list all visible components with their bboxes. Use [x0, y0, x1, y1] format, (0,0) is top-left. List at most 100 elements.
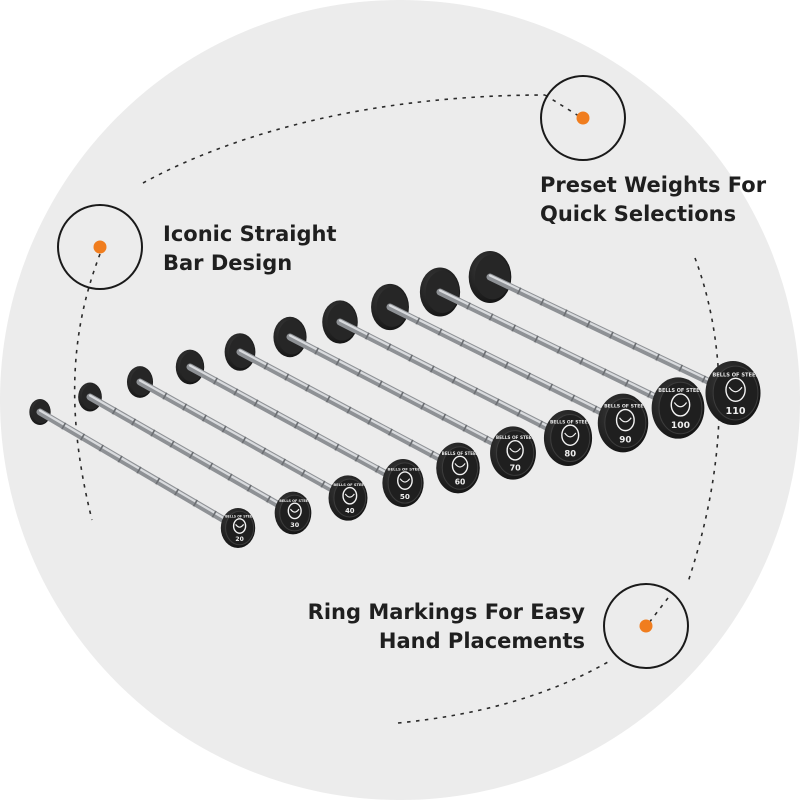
bar-ring-marking — [366, 423, 370, 426]
bar-ring-marking — [385, 349, 389, 352]
bar-ring-marking — [135, 472, 139, 475]
bar-ring-marking — [334, 443, 340, 451]
near-plate-face — [550, 413, 591, 463]
bar-ring-marking — [377, 386, 380, 389]
bar-ring-marking — [192, 499, 198, 507]
bar-ring-marking — [503, 367, 507, 370]
bar-ring-marking — [451, 376, 457, 384]
bar-ring-marking — [263, 362, 269, 370]
plate-weight-label: 70 — [510, 464, 522, 473]
bar-ring-marking — [111, 407, 117, 415]
feature-label-line: Preset Weights For — [540, 173, 767, 197]
plate-brand-text: BELLS OF STEEL — [712, 372, 759, 378]
plate-brand-text: BELLS OF STEEL — [279, 499, 311, 503]
bar-ring-marking — [414, 323, 418, 326]
bar-ring-marking — [220, 431, 224, 434]
plate-logo-icon — [451, 455, 469, 476]
bar-ring-marking — [208, 462, 214, 470]
bar-ring-marking — [356, 369, 362, 377]
bar-ring-marking — [377, 380, 383, 388]
bar-ring-marking — [325, 395, 331, 403]
dashed-arc-bottom — [397, 661, 609, 724]
plate-weight-label: 100 — [671, 420, 690, 431]
bar-ring-marking — [320, 480, 326, 488]
bar-ring-marking — [299, 475, 303, 478]
bar-ring-marking — [294, 421, 299, 429]
plate-brand-text: BELLS OF STEEL — [225, 515, 254, 519]
orange-dot-icon — [639, 619, 653, 633]
feature-label-line: Bar Design — [163, 251, 293, 275]
near-plate-face — [604, 397, 647, 449]
plate-weight-label: 20 — [235, 536, 243, 543]
bar-ring-marking — [609, 331, 614, 339]
bar-ring-marking — [516, 293, 519, 296]
feature-label-line: Quick Selections — [540, 202, 737, 226]
bar-ring-marking — [494, 404, 497, 407]
bar-ring-marking — [494, 398, 500, 406]
dashed-arc-left — [73, 253, 101, 521]
plate-logo-icon — [725, 377, 746, 403]
bar-ring-marking — [182, 403, 188, 411]
bar-ring-marking — [304, 390, 308, 393]
bar-ring-marking — [504, 361, 509, 369]
plate-logo-icon — [399, 478, 411, 483]
bar-ring-marking — [488, 319, 491, 322]
bar-ring-marking — [202, 414, 207, 422]
bar-ring-marking — [365, 332, 370, 340]
bar-ring-marking — [280, 464, 283, 467]
bar-ring-marking — [510, 330, 514, 333]
plate-weight-label: 30 — [290, 521, 299, 529]
feature-label-line: Ring Markings For Easy — [307, 600, 585, 624]
bar-ring-marking — [192, 505, 195, 508]
bar-ring-marking — [539, 298, 545, 306]
feature-label-ring-markings: Ring Markings For Easy Hand Placements — [308, 598, 585, 656]
plate-logo-icon — [235, 524, 245, 528]
bar-ring-marking — [547, 389, 551, 392]
bar-ring-marking — [538, 420, 543, 428]
bar-ring-marking — [473, 387, 479, 395]
callout-marker-preset-weights — [540, 75, 626, 161]
bar-ring-marking — [623, 385, 627, 388]
bar-ring-marking — [466, 302, 471, 310]
orange-dot-icon — [576, 111, 590, 125]
bar-ring-marking — [511, 324, 517, 332]
callout-marker-ring-markings — [603, 583, 689, 669]
plate-logo-icon — [564, 432, 577, 438]
bar-ring-marking — [562, 315, 565, 318]
bar-ring-marking — [364, 338, 367, 341]
bar-ring-marking — [116, 461, 120, 464]
bar-ring-marking — [174, 488, 180, 496]
bar-ring-marking — [227, 473, 233, 481]
callout-marker-straight-bar — [57, 204, 143, 290]
bar-ring-marking — [608, 337, 612, 340]
bar-ring-marking — [273, 410, 279, 418]
bar-ring-marking — [415, 317, 421, 325]
bar-ring-marking — [472, 393, 476, 396]
bar-ring-marking — [407, 445, 411, 448]
bar-ring-marking — [266, 495, 272, 503]
bar-ring-marking — [131, 418, 137, 426]
bar-ring-marking — [375, 465, 380, 473]
bar-ring-marking — [387, 434, 390, 437]
bar-ring-marking — [355, 375, 359, 378]
bar-ring-marking — [441, 413, 447, 421]
bar-ring-marking — [646, 396, 650, 399]
bar-ring-marking — [260, 453, 264, 456]
plate-logo-icon — [561, 424, 580, 446]
plate-brand-text: BELLS OF STEEL — [388, 467, 423, 472]
bar-ring-marking — [173, 494, 176, 497]
bar-ring-marking — [465, 308, 469, 311]
bar-ring-marking — [162, 392, 168, 400]
bar-ring-marking — [462, 424, 468, 432]
bar-ring-marking — [117, 455, 123, 463]
plate-logo-icon — [670, 393, 691, 417]
plate-weight-label: 40 — [345, 507, 355, 515]
bar-ring-marking — [374, 471, 377, 474]
bar-ring-marking — [111, 413, 114, 416]
barbell: BELLS OF STEEL 40 — [126, 366, 368, 521]
